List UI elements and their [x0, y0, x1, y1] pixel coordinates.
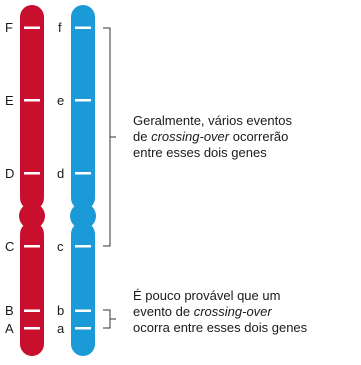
band-c — [75, 245, 91, 248]
annotation-lower: É pouco provável que um evento de crossi… — [133, 288, 307, 336]
chromosome-red-centromere — [19, 203, 45, 229]
band-e — [75, 99, 91, 102]
allele-label-c: c — [57, 239, 64, 254]
annotation-upper-line2-suffix: ocorrerão — [229, 129, 289, 144]
band-d — [75, 172, 91, 175]
chromosome-blue-bands — [75, 26, 91, 330]
annotation-upper-line1: Geralmente, vários eventos — [133, 113, 292, 128]
chromosome-blue — [70, 5, 96, 356]
allele-label-D: D — [5, 166, 15, 181]
allele-label-E: E — [5, 93, 14, 108]
annotation-upper-line2-prefix: de — [133, 129, 152, 144]
annotation-lower-line2-prefix: evento de — [133, 304, 194, 319]
annotation-lower-line3: ocorra entre esses dois genes — [133, 320, 308, 335]
annotation-lower-term: crossing-over — [193, 304, 272, 319]
allele-label-C: C — [5, 239, 15, 254]
chromosome-red — [19, 5, 45, 356]
annotation-upper: Geralmente, vários eventos de crossing-o… — [133, 113, 292, 161]
band-b — [75, 309, 91, 312]
band-B — [24, 309, 40, 312]
chromosome-red-lower-arm — [20, 222, 44, 356]
annotation-upper-term: crossing-over — [151, 129, 230, 144]
band-E — [24, 99, 40, 102]
band-C — [24, 245, 40, 248]
chromosome-blue-upper-arm — [71, 5, 95, 210]
annotation-upper-line3: entre esses dois genes — [133, 145, 267, 160]
chromosome-red-bands — [24, 26, 40, 330]
bracket-lower — [103, 309, 111, 329]
band-f — [75, 26, 91, 29]
allele-label-d: d — [57, 166, 65, 181]
band-F — [24, 26, 40, 29]
annotation-lower-line2: evento de crossing-over — [133, 304, 307, 320]
allele-label-f: f — [58, 20, 62, 35]
chromosome-blue-lower-arm — [71, 222, 95, 356]
band-a — [75, 327, 91, 330]
bracket-upper — [103, 27, 111, 247]
allele-label-A: A — [5, 321, 14, 336]
allele-label-e: e — [57, 93, 65, 108]
allele-label-b: b — [57, 303, 65, 318]
allele-label-B: B — [5, 303, 14, 318]
band-A — [24, 327, 40, 330]
allele-label-a: a — [57, 321, 65, 336]
chromosome-blue-centromere — [70, 203, 96, 229]
annotation-upper-line2: de crossing-over ocorrerão — [133, 129, 292, 145]
annotation-lower-line1: É pouco provável que um — [133, 288, 281, 303]
chromosome-red-upper-arm — [20, 5, 44, 210]
band-D — [24, 172, 40, 175]
allele-label-F: F — [5, 20, 13, 35]
